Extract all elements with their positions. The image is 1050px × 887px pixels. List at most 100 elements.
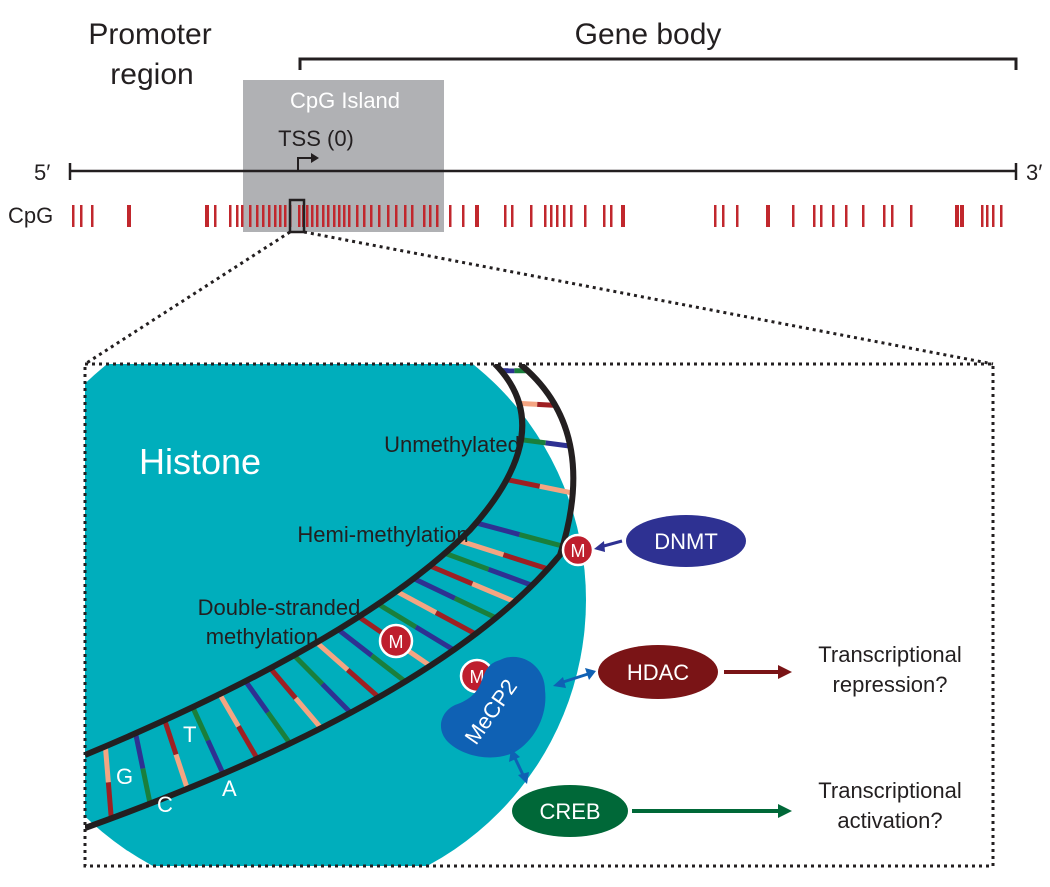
- gene-body-label: Gene body: [575, 18, 722, 51]
- base-pair-rung: [346, 667, 381, 700]
- dna-inner-strand: [85, 364, 526, 758]
- cpg-mark: [820, 205, 823, 227]
- cpg-mark: [832, 205, 835, 227]
- cpg-mark: [449, 205, 452, 227]
- svg-text:M: M: [571, 541, 586, 561]
- cpg-mark: [241, 205, 244, 227]
- cpg-mark: [955, 205, 959, 227]
- hemi-methylation-label: Hemi-methylation: [297, 522, 468, 547]
- svg-text:M: M: [470, 667, 485, 687]
- base-pair-rung: [133, 732, 146, 769]
- dnmt-label: DNMT: [654, 529, 718, 554]
- cpg-mark: [338, 205, 341, 227]
- cpg-mark: [404, 205, 407, 227]
- base-pair-rung: [475, 520, 521, 537]
- cpg-mark: [584, 205, 587, 227]
- cpg-mark: [544, 205, 547, 227]
- cpg-mark: [475, 205, 479, 227]
- five-prime-label: 5′: [34, 160, 50, 185]
- base-t-label: T: [183, 722, 196, 747]
- three-prime-label: 3′: [1026, 160, 1042, 185]
- mecp2-protein: [440, 656, 546, 758]
- cpg-mark: [395, 205, 398, 227]
- methyl-mark-hemi: M: [561, 533, 595, 567]
- base-a-label: A: [222, 776, 237, 801]
- base-pair-rung: [162, 719, 179, 756]
- base-pair-rung: [502, 552, 549, 572]
- cpg-mark: [284, 205, 287, 227]
- cpg-mark: [736, 205, 739, 227]
- cpg-mark: [714, 205, 717, 227]
- cpg-mark: [72, 205, 75, 227]
- tss-label: TSS (0): [278, 126, 354, 151]
- hdac-enzyme: [598, 645, 718, 699]
- cpg-mark: [862, 205, 865, 227]
- activation-label-line2: activation?: [837, 808, 942, 833]
- cpg-mark: [236, 205, 239, 227]
- cpg-mark: [214, 205, 217, 227]
- base-pair-rung: [434, 610, 477, 637]
- cpg-mark: [792, 205, 795, 227]
- base-pair-rung: [520, 437, 546, 446]
- base-pair-rung: [173, 753, 190, 790]
- cpg-mark: [563, 205, 566, 227]
- cpg-mark: [311, 205, 314, 227]
- cpg-island-label: CpG Island: [290, 88, 400, 113]
- mecp2-creb-arrow: [512, 755, 526, 778]
- cpg-mark: [550, 205, 553, 227]
- histone-label: Histone: [139, 441, 261, 482]
- cpg-mark: [556, 205, 559, 227]
- cpg-mark: [127, 205, 131, 227]
- dna-outer-strand: [85, 364, 577, 831]
- gene-body-bracket: [298, 57, 1018, 70]
- cpg-mark: [603, 205, 606, 227]
- base-pair-rung: [217, 692, 241, 728]
- base-pair-rung: [414, 624, 455, 653]
- cpg-mark: [960, 205, 964, 227]
- repression-label-line1: Transcriptional: [818, 642, 961, 667]
- cpg-mark: [504, 205, 507, 227]
- cpg-mark: [229, 205, 232, 227]
- cpg-zoom-box: [288, 198, 306, 234]
- zoom-connector-right: [303, 230, 994, 366]
- base-pair-rung: [370, 653, 407, 684]
- repression-label-line2: repression?: [833, 672, 948, 697]
- cpg-mark: [436, 205, 439, 227]
- base-pair-rung: [539, 483, 574, 496]
- cpg-mark: [411, 205, 414, 227]
- base-pair-rung: [102, 746, 111, 783]
- base-pair-rung: [315, 640, 350, 672]
- base-pair-rung: [190, 706, 211, 742]
- activation-label-line1: Transcriptional: [818, 778, 961, 803]
- base-pair-rung: [444, 550, 490, 572]
- cpg-mark: [511, 205, 514, 227]
- base-pair-rung: [545, 440, 571, 449]
- cpg-mark: [343, 205, 346, 227]
- mecp2-hdac-arrow: [559, 672, 589, 685]
- cpg-mark: [891, 205, 894, 227]
- svg-text:M: M: [389, 632, 404, 652]
- cpg-mark: [91, 205, 94, 227]
- cpg-mark: [387, 205, 390, 227]
- cpg-mark: [981, 205, 984, 227]
- cpg-mark: [298, 205, 301, 227]
- hdac-label: HDAC: [627, 660, 689, 685]
- cpg-row-label: CpG: [8, 203, 53, 228]
- creb-protein: [512, 785, 628, 837]
- cpg-mark: [992, 205, 995, 227]
- base-pair-rung: [236, 725, 260, 760]
- dna-base-pairs: [102, 368, 574, 819]
- cpg-mark: [813, 205, 816, 227]
- creb-label: CREB: [539, 799, 600, 824]
- methyl-mark-double-outer: M: [378, 623, 414, 659]
- zoom-connector-left: [84, 230, 291, 366]
- cpg-mark: [570, 205, 573, 227]
- base-pair-rung: [320, 682, 353, 715]
- cpg-mark: [910, 205, 913, 227]
- dnmt-enzyme: [626, 515, 746, 567]
- cpg-mark: [262, 205, 265, 227]
- cpg-mark: [429, 205, 432, 227]
- cpg-mark: [306, 205, 309, 227]
- cpg-mark: [610, 205, 613, 227]
